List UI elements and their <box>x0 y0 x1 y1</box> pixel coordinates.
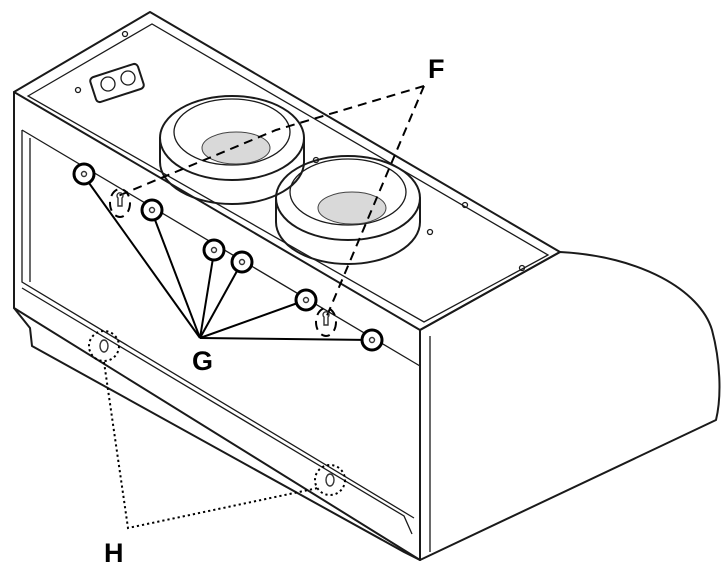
junction-box <box>89 62 145 104</box>
callout-label-h: H <box>104 538 124 568</box>
mounting-hole-icon <box>314 464 346 496</box>
knockout-hole-icon <box>100 76 116 92</box>
duct-collar-2 <box>275 155 421 265</box>
mounting-hole-icon <box>88 330 120 362</box>
top-details <box>74 30 526 272</box>
damper-grille-icon <box>317 191 387 225</box>
screw-hole-icon <box>202 238 226 262</box>
screw-hole-icon <box>230 250 254 274</box>
callout-label-g: G <box>192 346 213 376</box>
screw-hole-icon <box>140 198 164 222</box>
damper-grille-icon <box>201 131 271 165</box>
screw-hole-icon <box>72 162 96 186</box>
callout-g-group: G <box>72 162 384 376</box>
callout-label-f: F <box>428 54 445 84</box>
duct-collar-1 <box>159 95 305 205</box>
hood-body <box>13 11 721 561</box>
keyhole-slot-icon <box>315 307 337 337</box>
screw-hole-icon <box>294 288 318 312</box>
keyhole-slot-icon <box>109 188 131 218</box>
callout-h-group: H <box>88 330 346 568</box>
callout-f-group: F <box>109 54 445 337</box>
screw-hole-icon <box>360 328 384 352</box>
knockout-hole-icon <box>120 70 136 86</box>
